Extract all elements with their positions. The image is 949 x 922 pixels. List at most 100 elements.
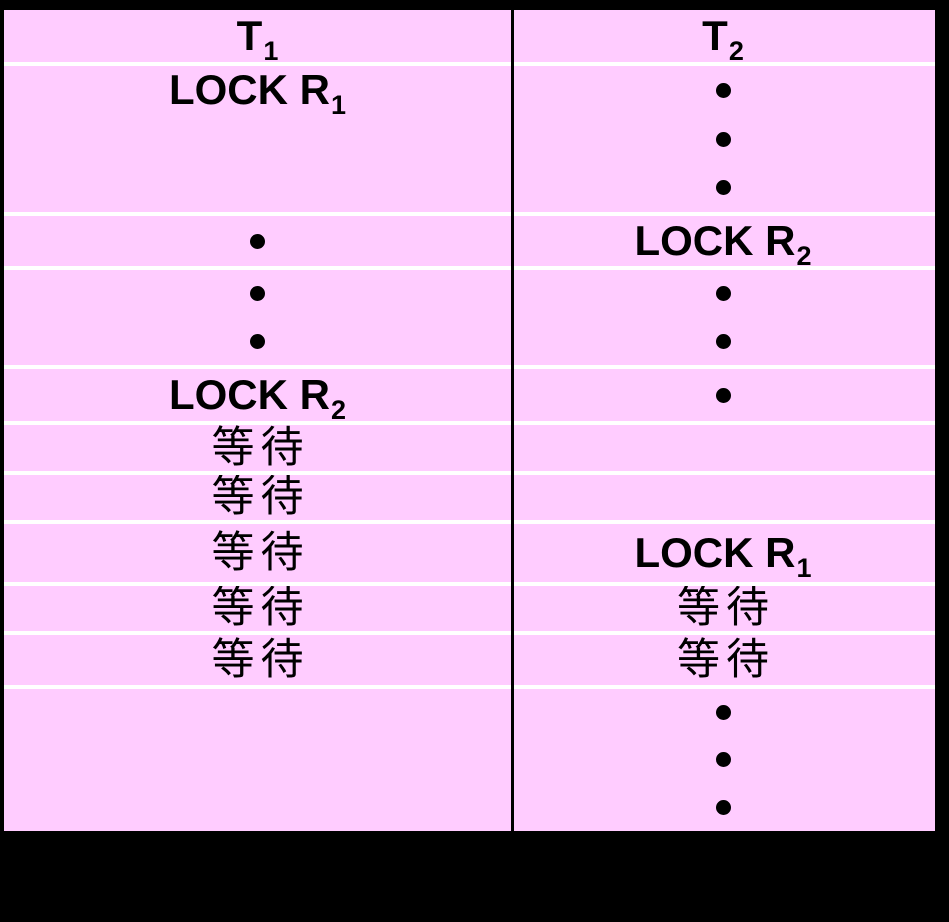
cell-right: LOCK R2 — [511, 216, 935, 267]
cell-left: 等待 — [4, 586, 511, 631]
cell-left: T1 — [4, 10, 511, 63]
bullet-icon — [715, 333, 731, 349]
cell-left — [4, 216, 511, 266]
label-text: 等待 — [677, 586, 775, 631]
label-text: LOCK R — [168, 371, 330, 418]
cell-right — [511, 425, 935, 471]
label-text: 等待 — [211, 475, 310, 520]
row-t1-wait-1: 等待 — [4, 421, 935, 471]
bullet-icon — [715, 705, 731, 721]
row-t2-ellipsis-end — [4, 685, 935, 831]
cell-left: LOCK R2 — [4, 369, 511, 422]
cell-line — [4, 784, 511, 831]
label-subscript: 2 — [330, 395, 347, 422]
bullet-icon — [715, 286, 731, 302]
cell-line — [511, 689, 935, 736]
label-text: 等待 — [211, 528, 310, 577]
row-t1-lock-r2: LOCK R2 — [4, 365, 935, 421]
cell-left: 等待 — [4, 425, 511, 471]
cell-line — [4, 216, 511, 266]
row-t1-wait-2: 等待 — [4, 471, 935, 520]
bullet-icon — [250, 233, 265, 249]
bullet-icon — [250, 286, 265, 302]
row-t1-lock-r1: LOCK R1 — [4, 62, 935, 212]
cell-line — [4, 318, 511, 366]
cell-line: 等待 — [4, 524, 511, 582]
bullet-icon — [715, 131, 731, 147]
cell-line: T2 — [511, 10, 935, 63]
label-text: 等待 — [211, 425, 310, 471]
row-ellipsis-both — [4, 266, 935, 365]
cell-right: LOCK R1 — [511, 524, 935, 582]
row-both-wait-2: 等待 等待 — [4, 631, 935, 685]
cell-line: 等待 — [511, 586, 935, 631]
label-subscript: 1 — [263, 36, 279, 63]
cell-line — [4, 270, 511, 318]
cell-line — [511, 369, 935, 421]
lock-label: T2 — [702, 15, 744, 63]
label-subscript: 1 — [796, 553, 812, 582]
cell-line — [511, 163, 935, 212]
cell-line — [4, 115, 511, 164]
label-subscript: 1 — [330, 90, 347, 115]
cell-line: 等待 — [4, 586, 511, 631]
cell-left: LOCK R1 — [4, 66, 511, 212]
label-text: LOCK R — [634, 529, 796, 576]
cell-line — [511, 475, 935, 520]
cell-line: 等待 — [4, 475, 511, 520]
row-t2-lock-r1: 等待 LOCK R1 — [4, 520, 935, 582]
cell-right — [511, 475, 935, 520]
lock-label: LOCK R1 — [168, 66, 347, 115]
bullet-icon — [715, 387, 731, 403]
cell-line — [511, 270, 935, 318]
wait-label: 等待 — [211, 528, 310, 577]
cell-right — [511, 369, 935, 421]
cell-right: T2 — [511, 10, 935, 63]
row-both-wait-1: 等待 等待 — [4, 582, 935, 631]
cell-line — [511, 66, 935, 115]
cell-line — [4, 736, 511, 783]
label-text: 等待 — [211, 586, 310, 631]
cell-line: LOCK R2 — [4, 369, 511, 422]
bullet-icon — [715, 752, 731, 768]
label-text: 等待 — [677, 635, 775, 684]
row-t2-lock-r2: LOCK R2 — [4, 212, 935, 266]
lock-label: LOCK R2 — [634, 217, 811, 267]
wait-label: 等待 — [211, 425, 310, 471]
wait-label: 等待 — [212, 587, 310, 630]
header-row: T1 T2 — [4, 10, 935, 63]
wait-label: 等待 — [677, 587, 775, 630]
cell-line: LOCK R1 — [511, 524, 935, 582]
label-subscript: 2 — [796, 241, 812, 267]
label-subscript: 2 — [728, 36, 744, 63]
bullet-icon — [715, 180, 731, 196]
cell-line — [4, 163, 511, 212]
lock-label: T1 — [237, 15, 279, 63]
cell-right — [511, 270, 935, 365]
wait-label: 等待 — [212, 476, 310, 519]
cell-line: 等待 — [4, 425, 511, 471]
bullet-icon — [715, 799, 731, 815]
column-divider — [511, 10, 514, 831]
bullet-icon — [715, 82, 731, 98]
label-text: LOCK R — [634, 217, 796, 264]
cell-left: 等待 — [4, 475, 511, 520]
label-text: LOCK R — [168, 66, 330, 114]
cell-line: LOCK R2 — [511, 216, 935, 267]
cell-line — [511, 115, 935, 164]
cell-right: 等待 — [511, 586, 935, 631]
wait-label: 等待 — [677, 635, 775, 684]
cell-right: 等待 — [511, 635, 935, 685]
cell-left: 等待 — [4, 524, 511, 582]
label-text: 等待 — [211, 635, 310, 684]
cell-line: T1 — [4, 10, 511, 63]
cell-line: 等待 — [511, 635, 935, 685]
cell-left: 等待 — [4, 635, 511, 685]
cell-left — [4, 270, 511, 365]
cell-line — [511, 736, 935, 783]
cell-right — [511, 689, 935, 831]
lock-label: LOCK R1 — [634, 529, 811, 582]
cell-left — [4, 689, 511, 831]
